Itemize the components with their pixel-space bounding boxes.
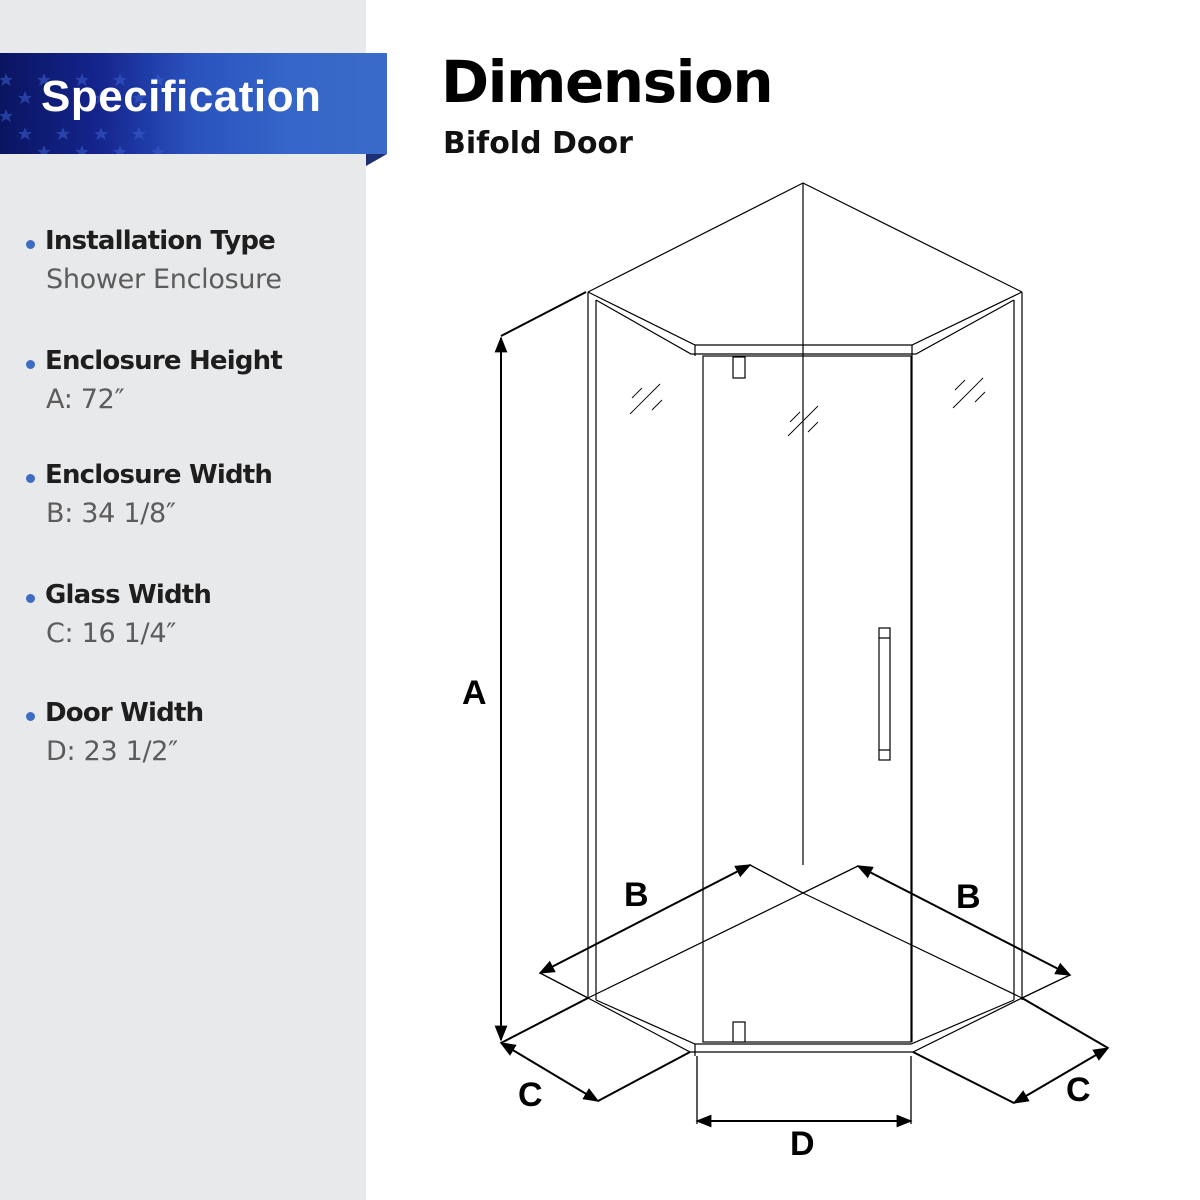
- specification-banner: [0, 53, 387, 154]
- bullet-icon: [26, 594, 35, 603]
- banner-fold: [366, 154, 387, 166]
- spec-value: Shower Enclosure: [46, 264, 282, 295]
- label-a: A: [462, 674, 487, 712]
- spec-value: C: 16 1/4″: [46, 618, 177, 649]
- banner-title: Specification: [41, 72, 322, 121]
- spec-label: Door Width: [45, 698, 204, 728]
- bullet-icon: [26, 712, 35, 721]
- spec-value: B: 34 1/8″: [46, 498, 176, 529]
- page-title: Dimension: [441, 48, 774, 116]
- spec-label: Enclosure Height: [45, 346, 283, 376]
- spec-label: Glass Width: [45, 580, 212, 610]
- stars-pattern-icon: [0, 73, 165, 154]
- bullet-icon: [26, 240, 35, 249]
- label-d: D: [790, 1125, 815, 1163]
- spec-value: D: 23 1/2″: [46, 736, 178, 767]
- label-c-right: C: [1066, 1071, 1091, 1109]
- spec-label: Installation Type: [45, 226, 276, 256]
- label-b-right: B: [956, 878, 981, 916]
- bullet-icon: [26, 360, 35, 369]
- bullet-icon: [26, 474, 35, 483]
- page-subtitle: Bifold Door: [443, 126, 633, 161]
- spec-label: Enclosure Width: [45, 460, 273, 490]
- specification-sidebar: [0, 0, 366, 1200]
- spec-value: A: 72″: [46, 384, 125, 415]
- label-b-left: B: [624, 876, 649, 914]
- label-c-left: C: [518, 1076, 543, 1114]
